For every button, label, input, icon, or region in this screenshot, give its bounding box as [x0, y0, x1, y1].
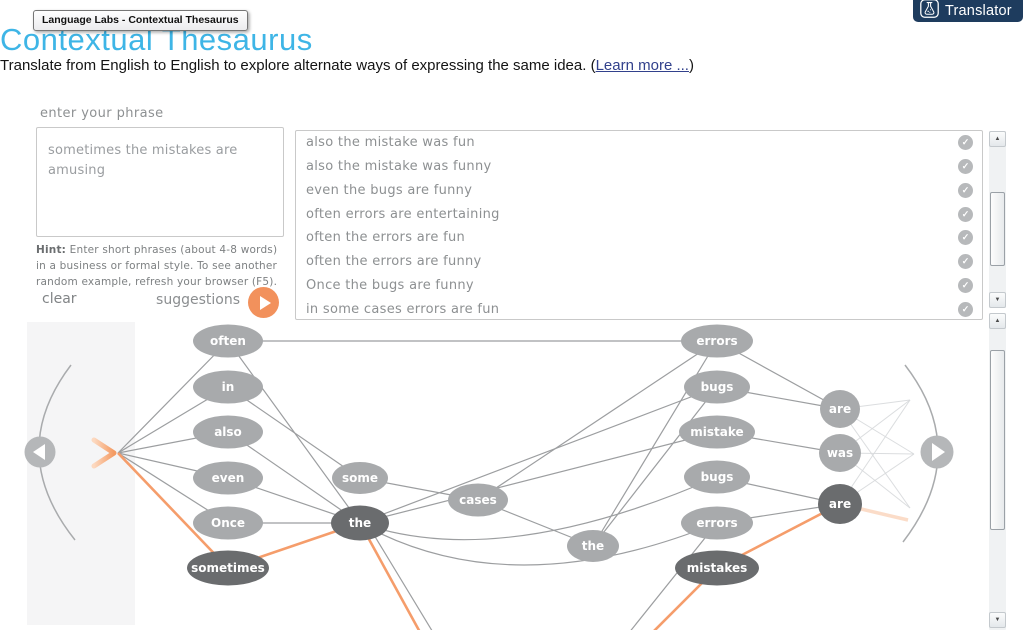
scroll-up-button[interactable]: ▲	[989, 313, 1006, 329]
scroll-down-button[interactable]: ▼	[989, 612, 1006, 628]
graph-scrollbar[interactable]: ▲ ▼	[989, 313, 1006, 630]
suggestion-text: Once the bugs are funny	[306, 277, 474, 293]
check-icon[interactable]: ✓	[958, 230, 973, 246]
subtitle: Translate from English to English to exp…	[0, 57, 694, 74]
check-icon[interactable]: ✓	[958, 159, 973, 175]
word-node-also[interactable]: also	[193, 415, 263, 449]
suggestion-text: also the mistake was funny	[306, 159, 492, 175]
prev-words-button[interactable]	[24, 436, 56, 468]
right-arrow-icon	[932, 443, 945, 461]
word-node-errors1[interactable]: errors	[681, 324, 753, 358]
check-icon[interactable]: ✓	[958, 206, 973, 222]
suggestion-text: often the errors are funny	[306, 254, 482, 270]
word-node-often[interactable]: often	[193, 324, 263, 358]
suggestion-text: often errors are entertaining	[306, 206, 500, 222]
suggestion-text: even the bugs are funny	[306, 182, 473, 198]
word-node-cases[interactable]: cases	[448, 483, 508, 517]
logo-brand-large: Translator	[945, 2, 1012, 19]
suggestions-play-button[interactable]	[248, 287, 279, 318]
suggestions-list: also the mistake was fun ✓ also the mist…	[295, 130, 983, 320]
suggestion-row[interactable]: Once the bugs are funny ✓	[296, 274, 982, 298]
word-node-are1[interactable]: are	[820, 390, 860, 428]
clear-button[interactable]: clear	[42, 291, 77, 307]
suggestion-row[interactable]: in some cases errors are fun ✓	[296, 297, 982, 319]
check-icon[interactable]: ✓	[958, 277, 973, 293]
suggestion-row[interactable]: often the errors are funny ✓	[296, 250, 982, 274]
subtitle-close-paren: )	[688, 57, 694, 74]
word-node-the1[interactable]: the	[331, 505, 389, 541]
word-node-sometimes[interactable]: sometimes	[187, 550, 269, 586]
word-node-errors2[interactable]: errors	[681, 506, 753, 540]
suggestion-text: often the errors are fun	[306, 230, 466, 246]
suggestion-row[interactable]: also the mistake was fun ✓	[296, 131, 982, 155]
window-tooltip: Language Labs - Contextual Thesaurus	[33, 10, 248, 31]
suggestion-row[interactable]: often errors are entertaining ✓	[296, 202, 982, 226]
word-node-mistake[interactable]: mistake	[679, 415, 755, 449]
learn-more-link[interactable]: Learn more ...	[595, 57, 689, 74]
phrase-input[interactable]: sometimes the mistakes are amusing	[36, 127, 284, 237]
path-start-chevron-icon	[91, 437, 117, 469]
hint-body: Enter short phrases (about 4-8 words) in…	[36, 244, 278, 288]
left-arrow-icon	[33, 444, 45, 460]
word-node-was[interactable]: was	[819, 434, 861, 472]
word-node-bugs2[interactable]: bugs	[684, 460, 750, 494]
check-icon[interactable]: ✓	[958, 182, 973, 198]
scrollbar-thumb[interactable]	[990, 192, 1005, 266]
microsoft-translator-logo: Microsoft® Translator	[913, 0, 1023, 22]
scroll-up-button[interactable]: ▲	[989, 131, 1006, 147]
suggestion-row[interactable]: often the errors are fun ✓	[296, 226, 982, 250]
word-node-in[interactable]: in	[193, 370, 263, 404]
suggestion-text: in some cases errors are fun	[306, 301, 500, 317]
word-node-once[interactable]: Once	[193, 506, 263, 540]
scrollbar-thumb[interactable]	[990, 350, 1005, 530]
check-icon[interactable]: ✓	[958, 254, 973, 270]
list-scrollbar[interactable]: ▲ ▼	[989, 131, 1006, 308]
word-node-the2[interactable]: the	[567, 530, 619, 562]
word-node-some[interactable]: some	[332, 462, 388, 494]
check-icon[interactable]: ✓	[958, 135, 973, 151]
suggestions-button-label[interactable]: suggestions	[156, 292, 240, 308]
flask-icon	[920, 0, 939, 18]
left-fade-panel	[27, 322, 135, 625]
word-node-bugs1[interactable]: bugs	[684, 370, 750, 404]
check-icon[interactable]: ✓	[958, 301, 973, 317]
suggestion-row[interactable]: even the bugs are funny ✓	[296, 179, 982, 203]
subtitle-text: Translate from English to English to exp…	[0, 57, 596, 74]
play-icon	[259, 295, 271, 310]
word-node-mistakes[interactable]: mistakes	[675, 550, 759, 586]
phrase-label: enter your phrase	[40, 106, 164, 121]
suggestion-row[interactable]: also the mistake was funny ✓	[296, 155, 982, 179]
hint-text: Hint: Enter short phrases (about 4-8 wor…	[36, 243, 290, 290]
word-node-even[interactable]: even	[193, 461, 263, 495]
hint-label: Hint:	[36, 244, 67, 256]
scroll-down-button[interactable]: ▼	[989, 292, 1006, 308]
word-node-are2[interactable]: are	[818, 484, 862, 524]
next-words-button[interactable]	[920, 435, 954, 469]
logo-brand-small: Microsoft®	[945, 0, 1012, 3]
suggestion-text: also the mistake was fun	[306, 135, 475, 151]
